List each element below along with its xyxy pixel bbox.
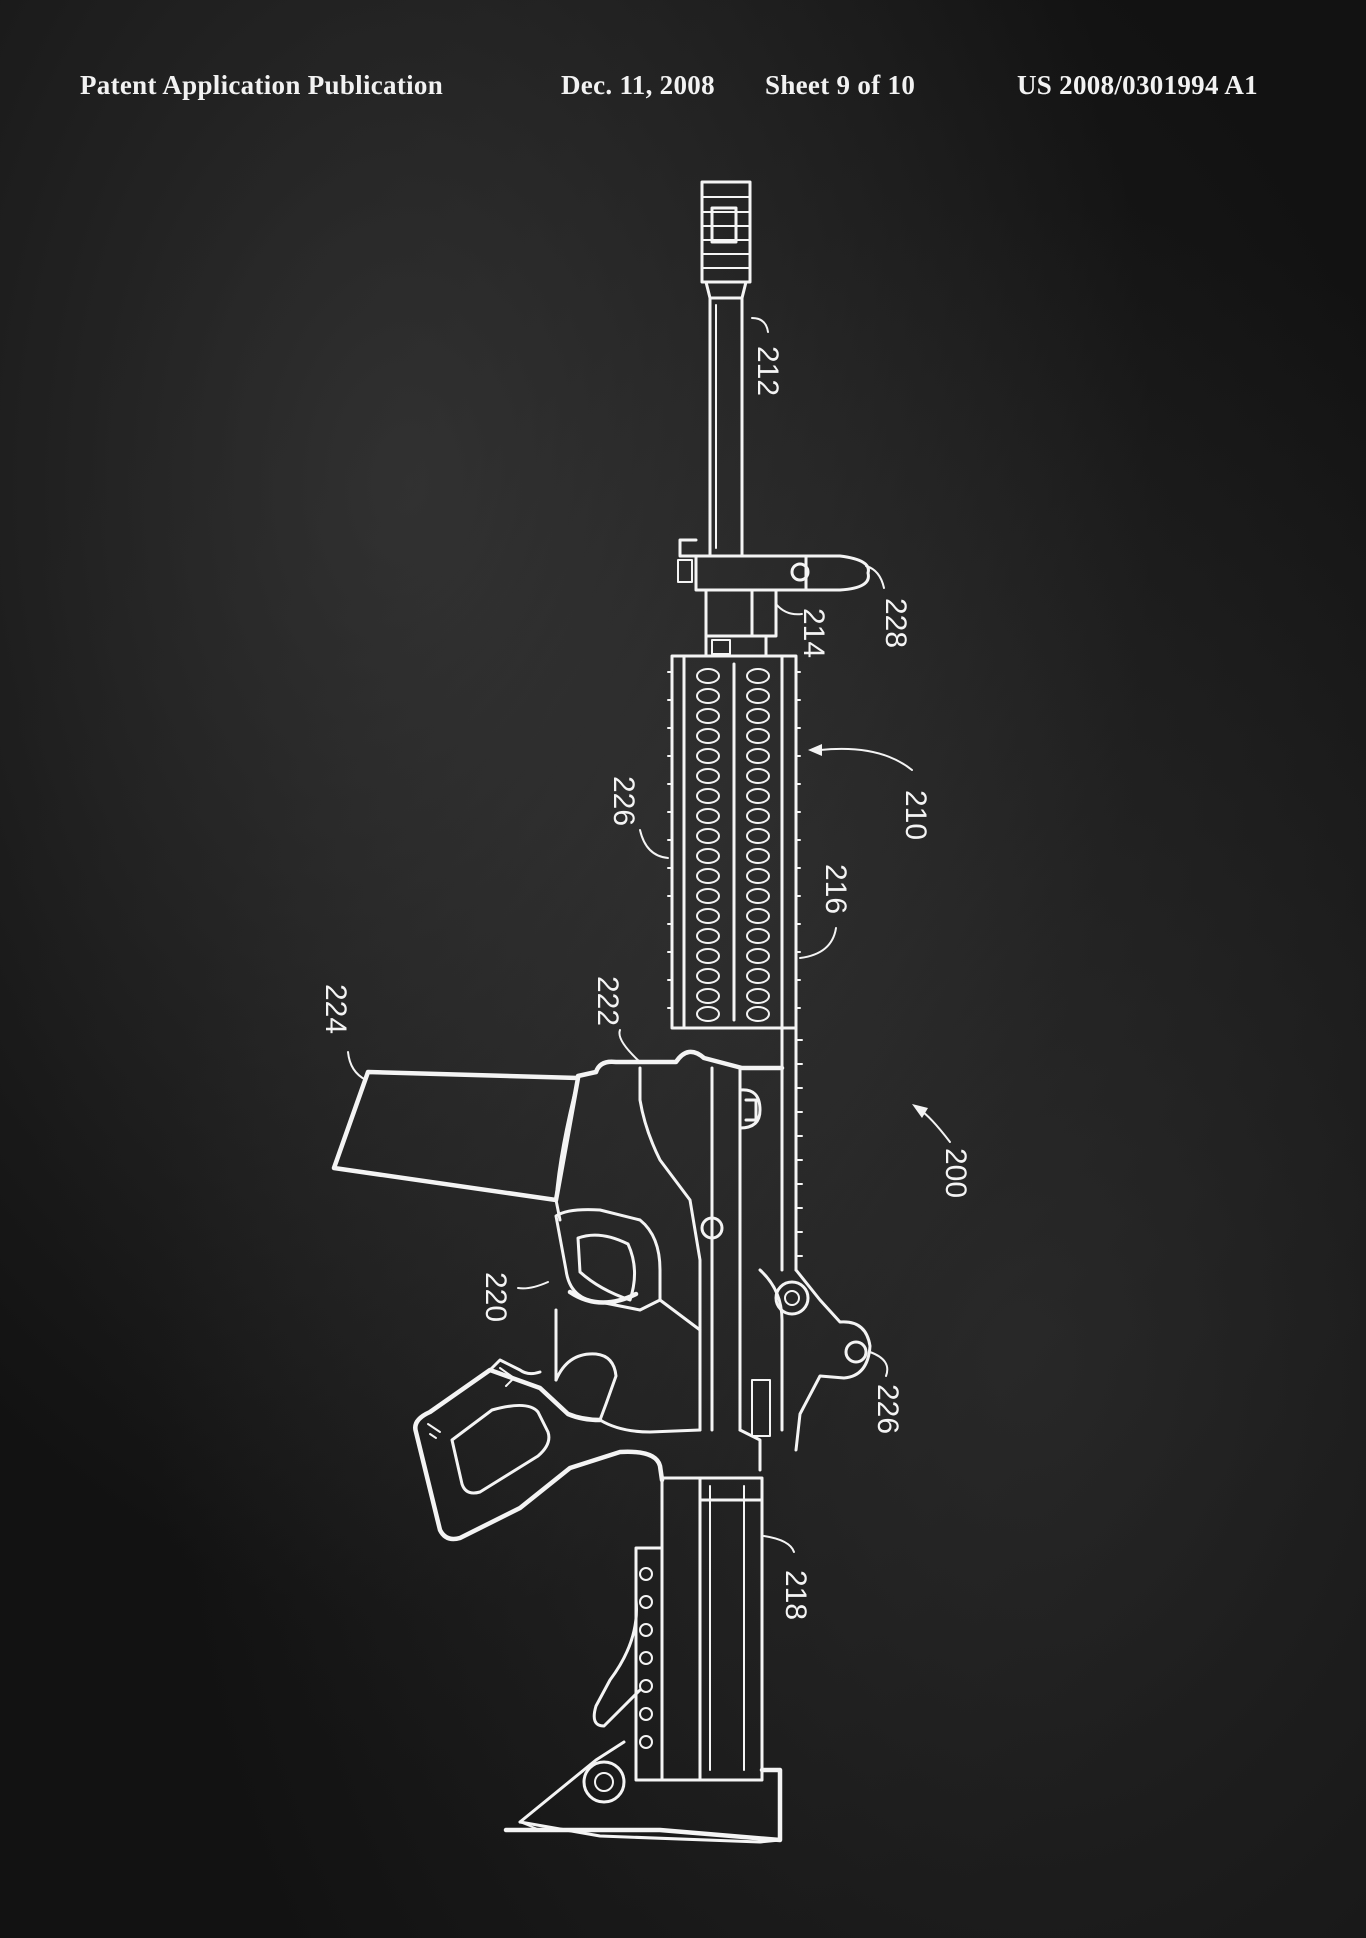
publication-number: US 2008/0301994 A1 xyxy=(1017,70,1258,100)
leader-212 xyxy=(751,317,769,333)
ref-220: 220 xyxy=(479,1272,512,1322)
muzzle-device xyxy=(700,180,752,300)
leader-224 xyxy=(347,1051,367,1081)
magazine-well xyxy=(554,1208,702,1382)
ref-226-lower: 226 xyxy=(871,1384,904,1434)
leader-220 xyxy=(517,1281,549,1290)
magazine xyxy=(331,1069,581,1203)
receiver-body xyxy=(554,1049,785,1472)
leader-210 xyxy=(819,747,913,771)
leader-226-upper xyxy=(639,829,669,859)
ref-222: 222 xyxy=(591,976,624,1026)
publication-date: Dec. 11, 2008 xyxy=(561,70,715,100)
ref-228: 228 xyxy=(879,598,912,648)
leader-lines xyxy=(347,317,951,1553)
ref-200: 200 xyxy=(939,1148,972,1198)
collapsible-stock xyxy=(503,1546,783,1844)
ref-218: 218 xyxy=(779,1570,812,1620)
ref-214: 214 xyxy=(797,608,830,658)
leader-200 xyxy=(919,1109,951,1143)
sling-swivel xyxy=(774,1268,872,1452)
sheet-number: Sheet 9 of 10 xyxy=(765,70,916,100)
reference-numerals: 212 214 228 210 216 226 222 224 220 226 … xyxy=(319,346,972,1620)
ref-210: 210 xyxy=(899,790,932,840)
leader-226-lower xyxy=(869,1351,889,1377)
publication-title: Patent Application Publication xyxy=(80,70,444,100)
ref-216: 216 xyxy=(819,864,852,914)
leader-222 xyxy=(618,1029,641,1063)
ref-224: 224 xyxy=(319,984,352,1034)
upper-receiver-rail xyxy=(780,1026,803,1272)
rail-slots-left xyxy=(696,668,720,1022)
arrow-200 xyxy=(912,1104,928,1118)
leader-216 xyxy=(799,927,837,959)
leader-218 xyxy=(763,1535,795,1553)
rail-slots-right xyxy=(746,668,770,1022)
handguard-rail xyxy=(667,654,801,1030)
ref-212: 212 xyxy=(751,346,784,396)
pistol-grip xyxy=(413,1367,665,1542)
patent-header: Patent Application Publication Dec. 11, … xyxy=(0,70,1366,110)
buffer-tube xyxy=(660,1476,764,1782)
front-sight-assembly xyxy=(677,538,870,658)
leader-228 xyxy=(865,565,885,589)
arrow-210 xyxy=(808,744,822,756)
leader-214 xyxy=(775,603,803,616)
barrel xyxy=(708,296,744,558)
ref-226-upper: 226 xyxy=(607,776,640,826)
